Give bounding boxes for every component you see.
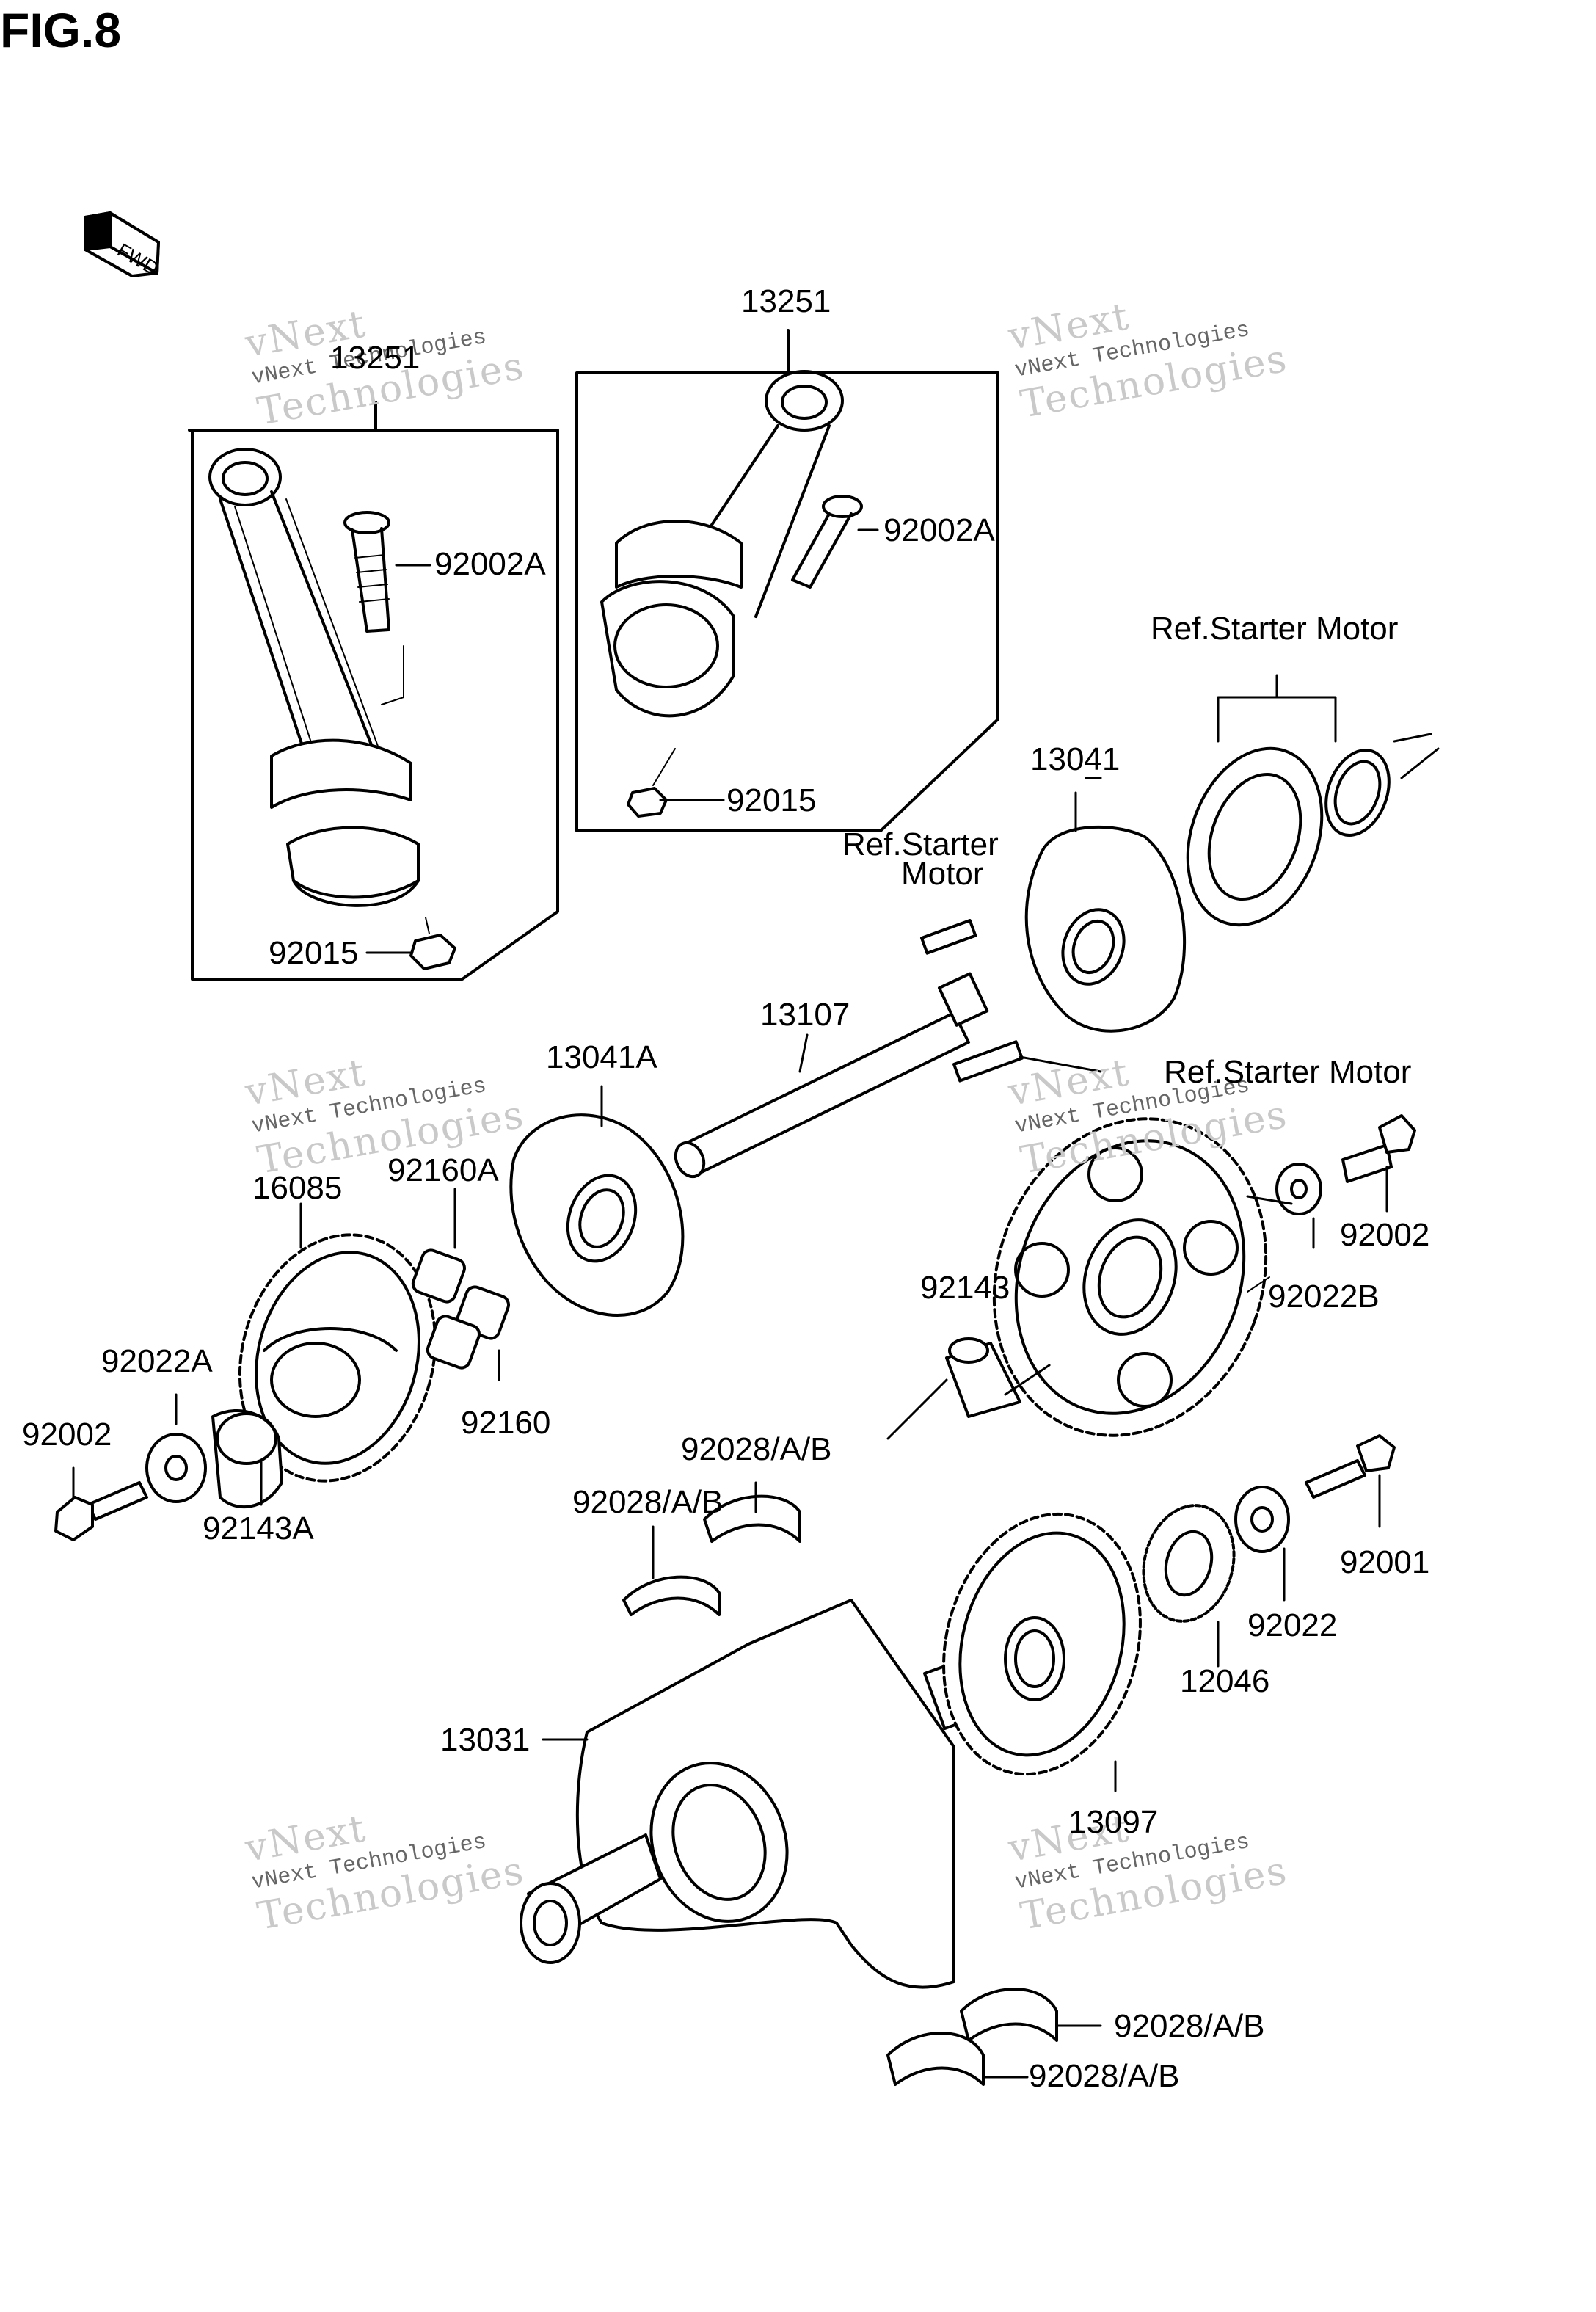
starter-shaft-13107: [674, 972, 989, 1179]
idle-gear-16085: [54, 1188, 511, 1541]
part-label-92028-lower-top: 92028/A/B: [1114, 2008, 1265, 2044]
part-label-92160: 92160: [461, 1405, 551, 1441]
part-label-92002-left: 92002: [22, 1417, 112, 1453]
part-label-92022b: 92022B: [1268, 1279, 1380, 1315]
right-connecting-rod-group: [575, 329, 999, 832]
figure-title: FIG.8: [0, 3, 122, 57]
main-bearings-upper: [622, 1481, 801, 1616]
part-label-92143a: 92143A: [203, 1511, 314, 1546]
part-label-ref-starter-motor-right: Ref.Starter Motor: [1164, 1054, 1412, 1090]
part-label-13251-left: 13251: [330, 340, 420, 376]
part-label-92028-upper-right: 92028/A/B: [681, 1431, 832, 1467]
starter-driven-gear: [886, 1114, 1416, 1440]
main-bearings-lower: [886, 1988, 1102, 2086]
part-label-92001: 92001: [1340, 1544, 1430, 1580]
part-label-92028-upper-left: 92028/A/B: [572, 1484, 724, 1520]
part-label-92015-right: 92015: [726, 782, 817, 818]
part-label-13251-right: 13251: [741, 283, 831, 319]
part-label-92002a-right: 92002A: [883, 512, 995, 548]
part-label-ref-starter-motor-top: Ref.Starter Motor: [1151, 611, 1399, 647]
primary-gear-13097: [942, 1434, 1396, 1792]
left-connecting-rod-group: [188, 401, 559, 981]
part-label-13031: 13031: [440, 1722, 531, 1758]
part-label-12046: 12046: [1180, 1663, 1270, 1699]
part-label-92028-lower-bottom: 92028/A/B: [1029, 2058, 1180, 2094]
part-label-motor: Motor: [901, 856, 984, 892]
fwd-arrow-icon: FWD: [84, 211, 162, 280]
crankshaft-13031: [520, 1599, 988, 1989]
part-label-92015-left: 92015: [269, 935, 359, 971]
part-label-92022a: 92022A: [101, 1343, 213, 1379]
part-label-16085: 16085: [252, 1170, 343, 1206]
part-label-13107: 13107: [760, 997, 850, 1033]
part-label-92143: 92143: [920, 1270, 1010, 1306]
part-label-13041: 13041: [1030, 741, 1121, 777]
part-label-ref-starter: Ref.Starter: [842, 826, 999, 862]
part-label-13041a: 13041A: [546, 1039, 657, 1075]
part-label-92160a: 92160A: [387, 1152, 499, 1188]
part-label-13097: 13097: [1068, 1804, 1159, 1840]
part-label-92022: 92022: [1247, 1607, 1338, 1643]
starter-clutch-group: [920, 674, 1440, 1083]
starter-flange-13041a: [509, 1085, 685, 1317]
part-label-92002-right: 92002: [1340, 1217, 1430, 1253]
part-label-92002a-left: 92002A: [434, 546, 546, 582]
